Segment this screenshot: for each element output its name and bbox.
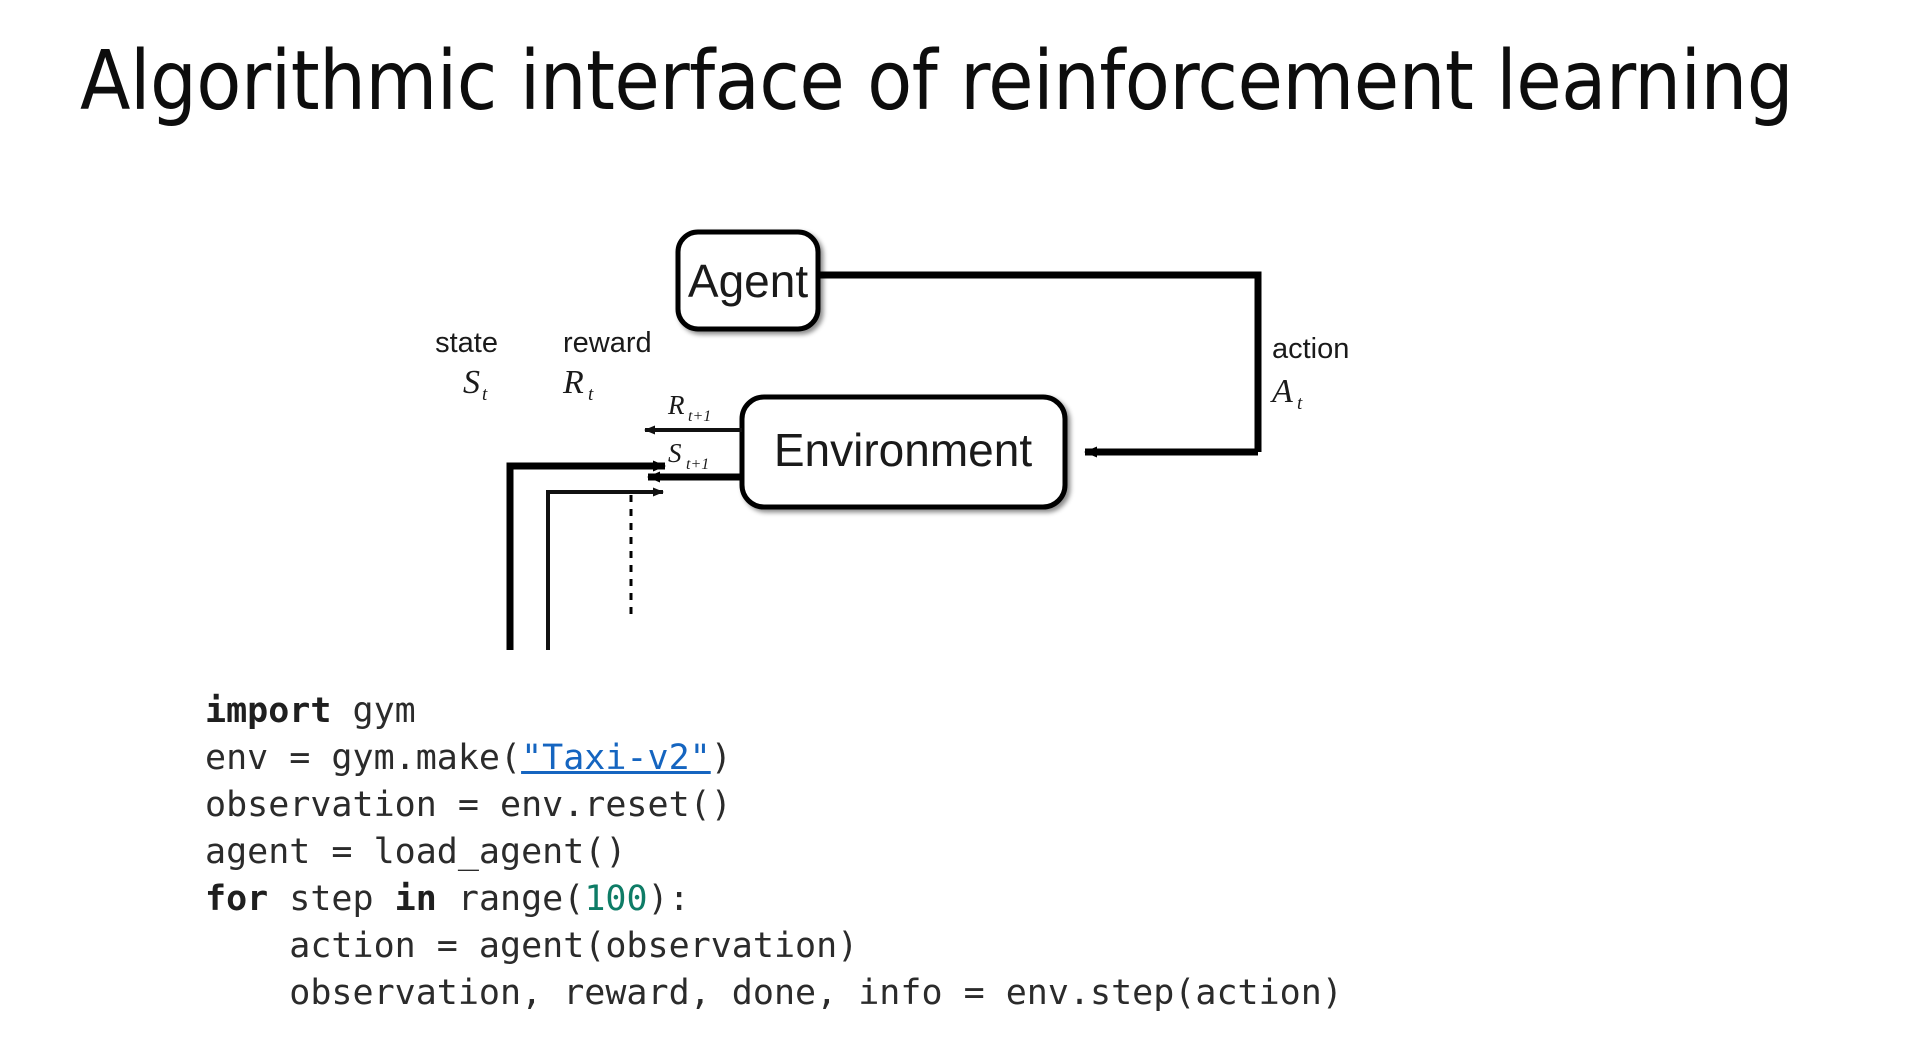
code-token: for [205,879,269,919]
environment-box: Environment [739,394,1068,510]
environment-box-label: Environment [774,424,1032,476]
code-token: ): [647,879,690,919]
action-label-word: action [1272,333,1349,365]
state-label-symbol: S [463,364,480,401]
code-token: range( [436,879,585,919]
reward-next-symbol: R [667,390,685,420]
state-label-group: state S t [435,327,498,405]
state-next-label-group: S t+1 [668,438,709,473]
reward-label-symbol: R [562,364,584,401]
code-token: gym [331,691,416,731]
reward-label-subscript: t [588,384,594,405]
action-label-subscript: t [1297,393,1303,414]
reward-next-subscript: t+1 [688,408,711,425]
rl-interaction-diagram: Agent Environment [0,190,1500,650]
state-next-subscript: t+1 [686,456,709,473]
code-line: agent = load_agent() [205,829,1343,876]
action-label-symbol: A [1270,373,1293,410]
code-token: in [394,879,437,919]
reward-label-word: reward [563,327,652,359]
action-signal-path [818,271,1262,458]
code-token: observation = env.reset() [205,785,732,825]
state-label-subscript: t [482,384,488,405]
code-token: import [205,691,332,731]
code-line: observation = env.reset() [205,782,1343,829]
code-token: step [268,879,395,919]
code-line: observation, reward, done, info = env.st… [205,970,1343,1017]
page-title: Algorithmic interface of reinforcement l… [80,34,1794,129]
code-line: env = gym.make("Taxi-v2") [205,735,1343,782]
code-link-token[interactable]: "Taxi-v2" [521,738,711,778]
code-token: 100 [584,879,648,919]
code-token: action = agent(observation) [205,926,859,966]
code-token: agent = load_agent() [205,832,627,872]
code-line: import gym [205,688,1343,735]
state-next-symbol: S [668,438,682,468]
state-signal-path [506,460,666,650]
code-token: ) [710,738,732,778]
action-label-group: action A t [1270,333,1349,414]
state-label-word: state [435,327,498,359]
agent-box: Agent [675,229,821,332]
code-token: env = gym.make( [205,738,522,778]
reward-next-label-group: R t+1 [667,390,711,425]
reward-signal-path [546,487,664,650]
reward-label-group: reward R t [562,327,652,405]
agent-box-label: Agent [688,255,808,307]
code-line: action = agent(observation) [205,923,1343,970]
code-token: observation, reward, done, info = env.st… [205,973,1343,1013]
code-line: for step in range(100): [205,876,1343,923]
